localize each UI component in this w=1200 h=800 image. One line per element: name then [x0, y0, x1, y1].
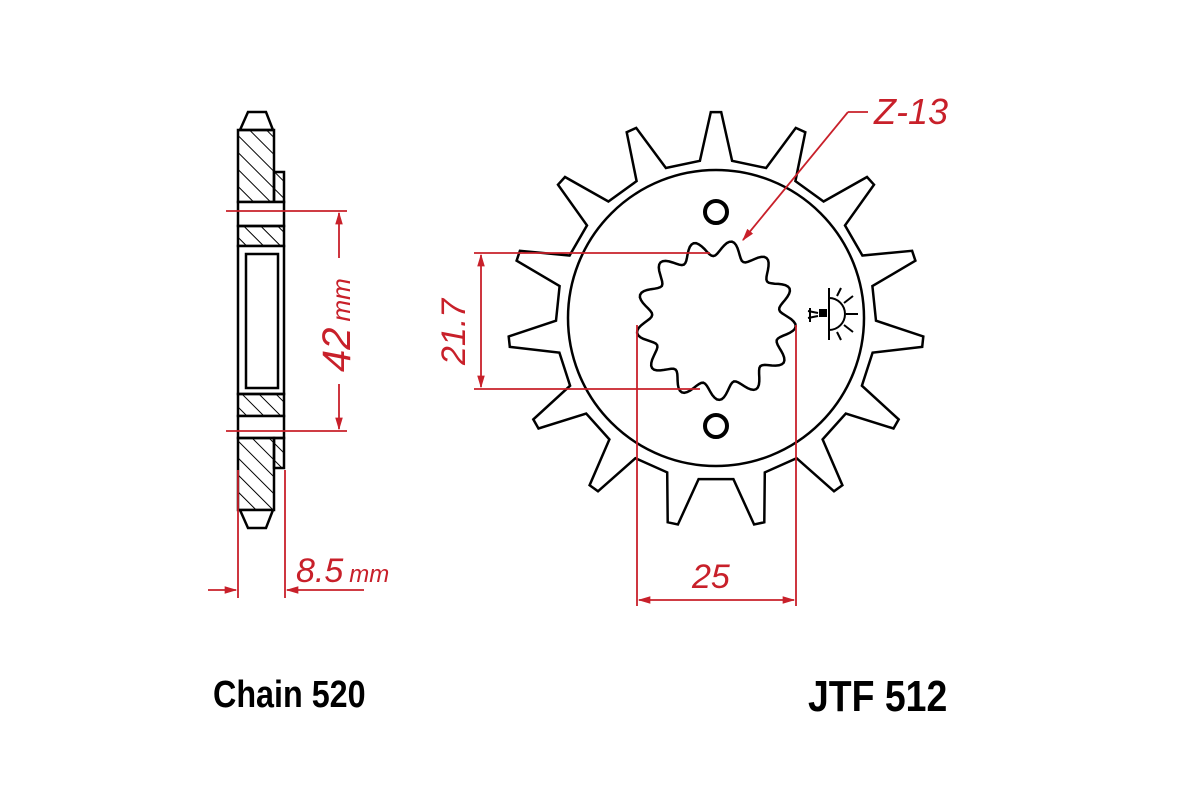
side-upper-band — [236, 200, 286, 228]
spline-height-label: 21.7 — [435, 298, 473, 366]
part-number-caption: JTF 512 — [808, 672, 948, 721]
chain-size-caption: Chain 520 — [213, 674, 366, 716]
mounting-hole-top — [703, 199, 729, 225]
side-lower-ring — [236, 392, 286, 418]
dimension-25: 25 — [636, 325, 797, 606]
side-lower-hub-step — [272, 436, 286, 470]
sun-logo-icon — [807, 287, 858, 341]
side-bottom-tooth — [238, 508, 275, 530]
spline-count-leader: Z-13 — [742, 91, 948, 241]
side-top-tooth — [238, 110, 275, 132]
side-bore-inner — [244, 252, 280, 390]
dimension-21-7: 21.7 — [435, 252, 710, 390]
side-lower-body — [236, 436, 276, 512]
side-upper-hub-step — [272, 170, 286, 204]
inner-diameter-label: 42mm — [315, 278, 359, 372]
side-upper-body — [236, 128, 276, 204]
inner-spline-profile — [635, 240, 797, 402]
spline-width-label: 25 — [691, 558, 730, 596]
mounting-hole-bottom — [703, 413, 729, 439]
dimension-42mm: 42mm — [226, 210, 359, 432]
side-lower-band — [236, 414, 286, 440]
side-upper-ring — [236, 224, 286, 248]
spline-count-label: Z-13 — [873, 91, 948, 132]
front-view: Z-13 21.7 25 — [435, 91, 948, 606]
hub-circle — [566, 168, 866, 468]
